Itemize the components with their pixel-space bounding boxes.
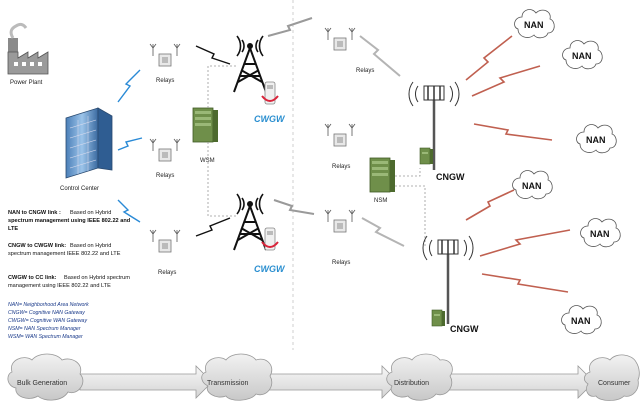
relay-label: Relays	[332, 164, 350, 170]
relay-label: Relays	[356, 68, 374, 74]
bolt-relay-cngw	[361, 217, 405, 247]
cwgw-label: CWGW	[254, 114, 286, 124]
control-center-label: Control Center	[60, 186, 99, 192]
cngw-tower-icon	[421, 234, 475, 326]
abbreviation-legend: NAN= Neighborhood Area Network CNGW= Cog…	[8, 302, 89, 340]
nan-bolts	[465, 35, 571, 293]
nan-label: NAN	[524, 20, 544, 30]
stage-label: Distribution	[394, 380, 429, 387]
bolt-cwgw-relay	[273, 199, 315, 215]
legend-entry: CNGW= Cognitive NAN Gateway	[8, 310, 85, 316]
stage-label: Transmission	[207, 380, 248, 387]
stage-label: Bulk Generation	[17, 380, 67, 387]
wsm-server-icon	[192, 107, 219, 143]
bolt-cc-relay-top	[117, 69, 141, 103]
legend-entry: WSM= WAN Spectrum Manager	[8, 334, 83, 340]
cngw-server-icon	[431, 309, 446, 327]
relay-icon	[149, 229, 181, 253]
bolt-cwgw-relay	[267, 17, 313, 37]
power-plant-label: Power Plant	[10, 80, 43, 86]
bolt-cc-relay-mid	[117, 137, 143, 151]
stage-cloud-transmission	[201, 353, 273, 401]
link-description-1: NAN to CNGW link : Based on Hybrid spect…	[8, 210, 131, 232]
svg-text:management using IEEE 802.22 a: management using IEEE 802.22 and LTE	[8, 283, 111, 289]
svg-text:Based on Hybrid: Based on Hybrid	[70, 210, 111, 216]
link-description-2: CNGW to CWGW link: Based on Hybrid spect…	[8, 243, 121, 257]
stage-cloud-consumer	[584, 354, 640, 401]
power-plant-icon	[7, 22, 49, 75]
nan-label: NAN	[586, 135, 606, 145]
wsm-label: WSM	[200, 158, 215, 164]
relay-icon	[324, 27, 356, 51]
control-center-icon	[65, 107, 113, 179]
bolt-relay-tower-top	[195, 45, 231, 65]
nsm-label: NSM	[374, 198, 387, 204]
relay-icon	[324, 209, 356, 233]
dashed-link	[207, 142, 236, 217]
stage-cloud-bulk-generation	[7, 353, 84, 401]
bolt-relay-tower-bottom	[195, 217, 231, 237]
flow-arrow	[445, 365, 595, 399]
svg-text:LTE: LTE	[8, 226, 18, 232]
legend-entry: CWGW= Cognitive WAN Gateway	[8, 318, 87, 324]
stage-cloud-distribution	[386, 353, 453, 401]
relay-icon	[149, 43, 181, 67]
relay-label: Relays	[156, 173, 174, 179]
link-description-3: CWGW to CC link: Based on Hybrid spectru…	[8, 275, 130, 289]
legend-entry: NSM= NAN Spectrum Manager	[8, 326, 81, 332]
cngw-label: CNGW	[436, 172, 465, 182]
cwgw-tower-icon	[233, 35, 267, 93]
dashed-link	[207, 65, 236, 108]
relay-label: Relays	[156, 78, 174, 84]
flow-arrow	[79, 365, 213, 399]
svg-text:Based on Hybrid spectrum: Based on Hybrid spectrum	[64, 275, 130, 281]
bolt-cc-relay-bottom	[117, 199, 141, 223]
nan-label: NAN	[590, 229, 610, 239]
svg-text:NAN to CNGW link :: NAN to CNGW link :	[8, 210, 61, 216]
stage-label: Consumer	[598, 380, 631, 387]
nan-label: NAN	[571, 316, 591, 326]
dashed-link	[395, 168, 421, 177]
nsm-server-icon	[369, 157, 396, 193]
cwgw-tower-icon	[233, 193, 267, 251]
svg-text:CNGW to CWGW link:: CNGW to CWGW link:	[8, 243, 66, 249]
nan-label: NAN	[572, 51, 592, 61]
svg-text:CWGW to CC link:: CWGW to CC link:	[8, 275, 57, 281]
legend-entry: NAN= Neighborhood Area Network	[8, 302, 89, 308]
relay-label: Relays	[158, 270, 176, 276]
cwgw-label: CWGW	[254, 264, 286, 274]
flow-arrow	[261, 365, 399, 399]
stage-flow: Bulk Generation Transmission Distributio…	[7, 353, 640, 401]
relay-icon	[149, 138, 181, 162]
relay-label: Relays	[332, 260, 350, 266]
svg-text:spectrum management using IEEE: spectrum management using IEEE 802.22 an…	[8, 218, 131, 224]
cngw-server-icon	[419, 147, 434, 165]
cngw-tower-icon	[407, 80, 461, 172]
cngw-label: CNGW	[450, 324, 479, 334]
svg-text:spectrum management IEEE 802.2: spectrum management IEEE 802.22 and LTE	[8, 251, 121, 257]
relay-icon	[324, 123, 356, 147]
svg-text:Based on Hybrid: Based on Hybrid	[70, 243, 111, 249]
nan-label: NAN	[522, 181, 542, 191]
dashed-link	[395, 185, 426, 246]
bolt-relay-cngw	[359, 35, 401, 77]
